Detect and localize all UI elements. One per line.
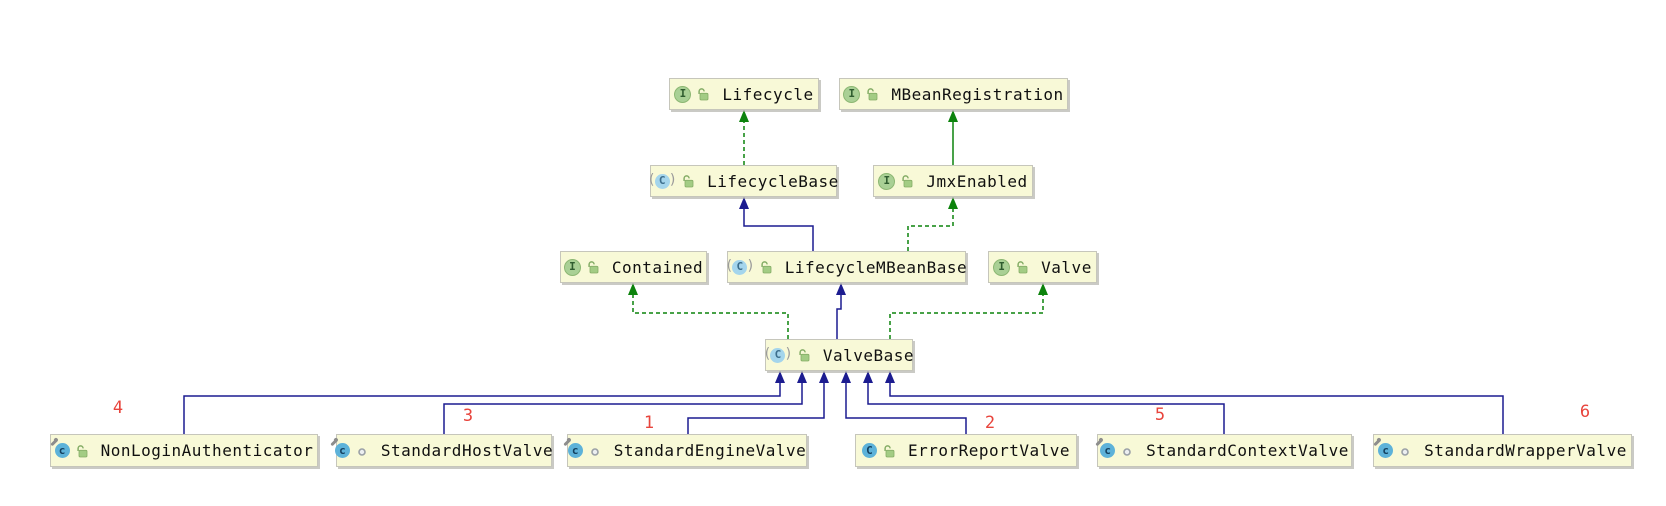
class-name-label: StandardHostValve bbox=[380, 441, 554, 460]
class-name-label: Lifecycle bbox=[722, 84, 814, 104]
edge-implements-ValveBase-to-Valve bbox=[889, 295, 1044, 339]
class-node-StandardContextValve[interactable]: c StandardContextValve bbox=[1095, 434, 1352, 467]
final-class-icon: c bbox=[1373, 438, 1394, 458]
arrowhead-icon bbox=[819, 371, 829, 383]
class-name-label: Valve bbox=[1041, 257, 1092, 277]
public-lock-icon bbox=[797, 348, 811, 362]
interface-icon: I bbox=[993, 258, 1011, 276]
edge-number-label: 3 bbox=[462, 406, 474, 426]
edge-implements-ValveBase-to-Contained bbox=[632, 295, 789, 339]
package-private-icon bbox=[588, 444, 602, 458]
final-class-icon: c bbox=[330, 438, 350, 458]
class-name-label: ValveBase bbox=[822, 345, 915, 365]
class-name-label: LifecycleMBeanBase bbox=[784, 257, 968, 277]
class-node-Contained[interactable]: I Contained bbox=[560, 251, 707, 283]
public-lock-icon bbox=[900, 174, 914, 188]
class-name-label: JmxEnabled bbox=[926, 171, 1028, 191]
arrowhead-icon bbox=[628, 283, 638, 295]
abstract-class-icon: (C) bbox=[647, 172, 678, 189]
class-icon: C bbox=[861, 443, 877, 458]
interface-icon: I bbox=[674, 85, 692, 103]
package-private-icon bbox=[355, 444, 369, 458]
class-node-MBeanRegistration[interactable]: I MBeanRegistration bbox=[839, 78, 1068, 110]
class-node-NonLoginAuthenticator[interactable]: c NonLoginAuthenticator bbox=[49, 434, 318, 467]
edge-extends-NonLoginAuthenticator-to-ValveBase bbox=[183, 383, 781, 434]
edge-number-label: 2 bbox=[984, 413, 996, 433]
final-marker-icon bbox=[49, 438, 58, 446]
edge-extends-StandardHostValve-to-ValveBase bbox=[443, 383, 803, 434]
class-node-Valve[interactable]: I Valve bbox=[988, 251, 1097, 283]
arrowhead-icon bbox=[863, 371, 873, 383]
arrowhead-icon bbox=[885, 371, 895, 383]
arrowhead-icon bbox=[948, 197, 958, 209]
abstract-class-icon: (C) bbox=[724, 258, 755, 275]
edge-extends-StandardWrapperValve-to-ValveBase bbox=[889, 383, 1504, 434]
arrowhead-icon bbox=[775, 371, 785, 383]
edge-number-label: 5 bbox=[1154, 405, 1166, 425]
final-class-icon: c bbox=[49, 438, 70, 458]
class-name-label: NonLoginAuthenticator bbox=[100, 441, 314, 460]
arrowhead-icon bbox=[739, 197, 749, 209]
edge-extends-ErrorReportValve-to-ValveBase bbox=[845, 383, 967, 434]
public-lock-icon bbox=[865, 87, 879, 101]
public-lock-icon bbox=[75, 444, 89, 458]
final-marker-icon bbox=[1373, 438, 1381, 446]
arrowhead-icon bbox=[739, 110, 749, 122]
public-lock-icon bbox=[1015, 260, 1029, 274]
class-node-StandardEngineValve[interactable]: c StandardEngineValve bbox=[563, 434, 807, 467]
class-node-JmxEnabled[interactable]: I JmxEnabled bbox=[873, 165, 1033, 197]
abstract-class-icon: (C) bbox=[762, 346, 793, 363]
class-node-ValveBase[interactable]: (C) ValveBase bbox=[762, 339, 915, 371]
edge-extends-StandardEngineValve-to-ValveBase bbox=[687, 383, 825, 434]
arrowhead-icon bbox=[841, 371, 851, 383]
class-name-label: ErrorReportValve bbox=[907, 441, 1071, 460]
arrowhead-icon bbox=[948, 110, 958, 122]
interface-icon: I bbox=[563, 258, 581, 276]
edge-number-label: 6 bbox=[1579, 402, 1591, 422]
edge-extends-StandardContextValve-to-ValveBase bbox=[867, 383, 1225, 434]
class-node-LifecycleMBeanBase[interactable]: (C) LifecycleMBeanBase bbox=[724, 251, 968, 283]
class-name-label: StandardWrapperValve bbox=[1424, 441, 1627, 460]
package-private-icon bbox=[1398, 444, 1412, 458]
class-name-label: LifecycleBase bbox=[707, 171, 839, 191]
class-name-label: MBeanRegistration bbox=[891, 84, 1064, 104]
class-name-label: Contained bbox=[611, 257, 704, 277]
class-node-Lifecycle[interactable]: I Lifecycle bbox=[669, 78, 819, 110]
public-lock-icon bbox=[586, 260, 600, 274]
arrowhead-icon bbox=[836, 283, 846, 295]
class-node-StandardWrapperValve[interactable]: c StandardWrapperValve bbox=[1373, 434, 1632, 467]
class-name-label: StandardContextValve bbox=[1146, 441, 1349, 460]
public-lock-icon bbox=[882, 444, 896, 458]
package-private-icon bbox=[1120, 444, 1134, 458]
public-lock-icon bbox=[681, 174, 695, 188]
interface-icon: I bbox=[878, 172, 896, 190]
edge-number-label: 4 bbox=[112, 398, 124, 418]
class-node-StandardHostValve[interactable]: c StandardHostValve bbox=[330, 434, 554, 467]
edge-extends-LifecycleMBeanBase-to-LifecycleBase bbox=[743, 209, 814, 251]
edge-number-label: 1 bbox=[643, 413, 655, 433]
final-marker-icon bbox=[1095, 438, 1103, 446]
arrowhead-icon bbox=[797, 371, 807, 383]
arrowhead-icon bbox=[1038, 283, 1048, 295]
edge-extends-ValveBase-to-LifecycleMBeanBase bbox=[836, 295, 842, 339]
final-class-icon: c bbox=[1095, 438, 1116, 458]
final-class-icon: c bbox=[563, 438, 583, 458]
edge-implements-LifecycleMBeanBase-to-JmxEnabled bbox=[907, 209, 954, 251]
interface-icon: I bbox=[843, 85, 861, 103]
public-lock-icon bbox=[696, 87, 710, 101]
class-node-LifecycleBase[interactable]: (C) LifecycleBase bbox=[647, 165, 839, 197]
class-name-label: StandardEngineValve bbox=[613, 441, 807, 460]
public-lock-icon bbox=[759, 260, 773, 274]
class-node-ErrorReportValve[interactable]: C ErrorReportValve bbox=[855, 434, 1077, 467]
